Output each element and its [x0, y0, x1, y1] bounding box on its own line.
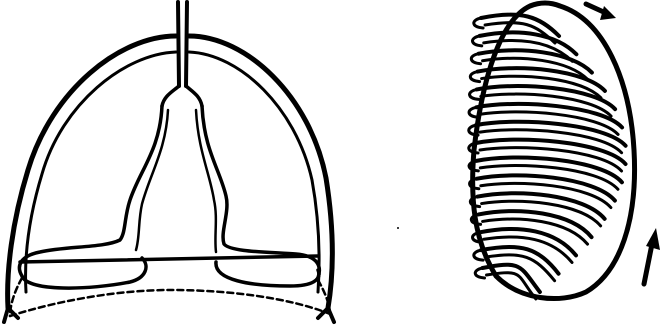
speck-mark — [397, 227, 399, 229]
left-lung-medial-border — [19, 106, 162, 276]
arrow-right-icon — [586, 4, 616, 20]
expanded-lung-dotted-outline — [10, 290, 330, 316]
arrow-up-icon — [644, 228, 660, 284]
left-lung-inner-contour — [136, 110, 168, 250]
lungs-frontal-diagram — [4, 2, 334, 322]
diaphragm-line — [20, 256, 318, 262]
right-lung-medial-border — [202, 106, 319, 278]
trachea — [178, 2, 187, 86]
right-lung-base — [216, 262, 319, 286]
thoracic-wall-outline — [8, 36, 333, 308]
ribs-group — [476, 15, 626, 299]
bronchi — [162, 86, 202, 106]
rib-cage-diagram — [469, 3, 635, 299]
